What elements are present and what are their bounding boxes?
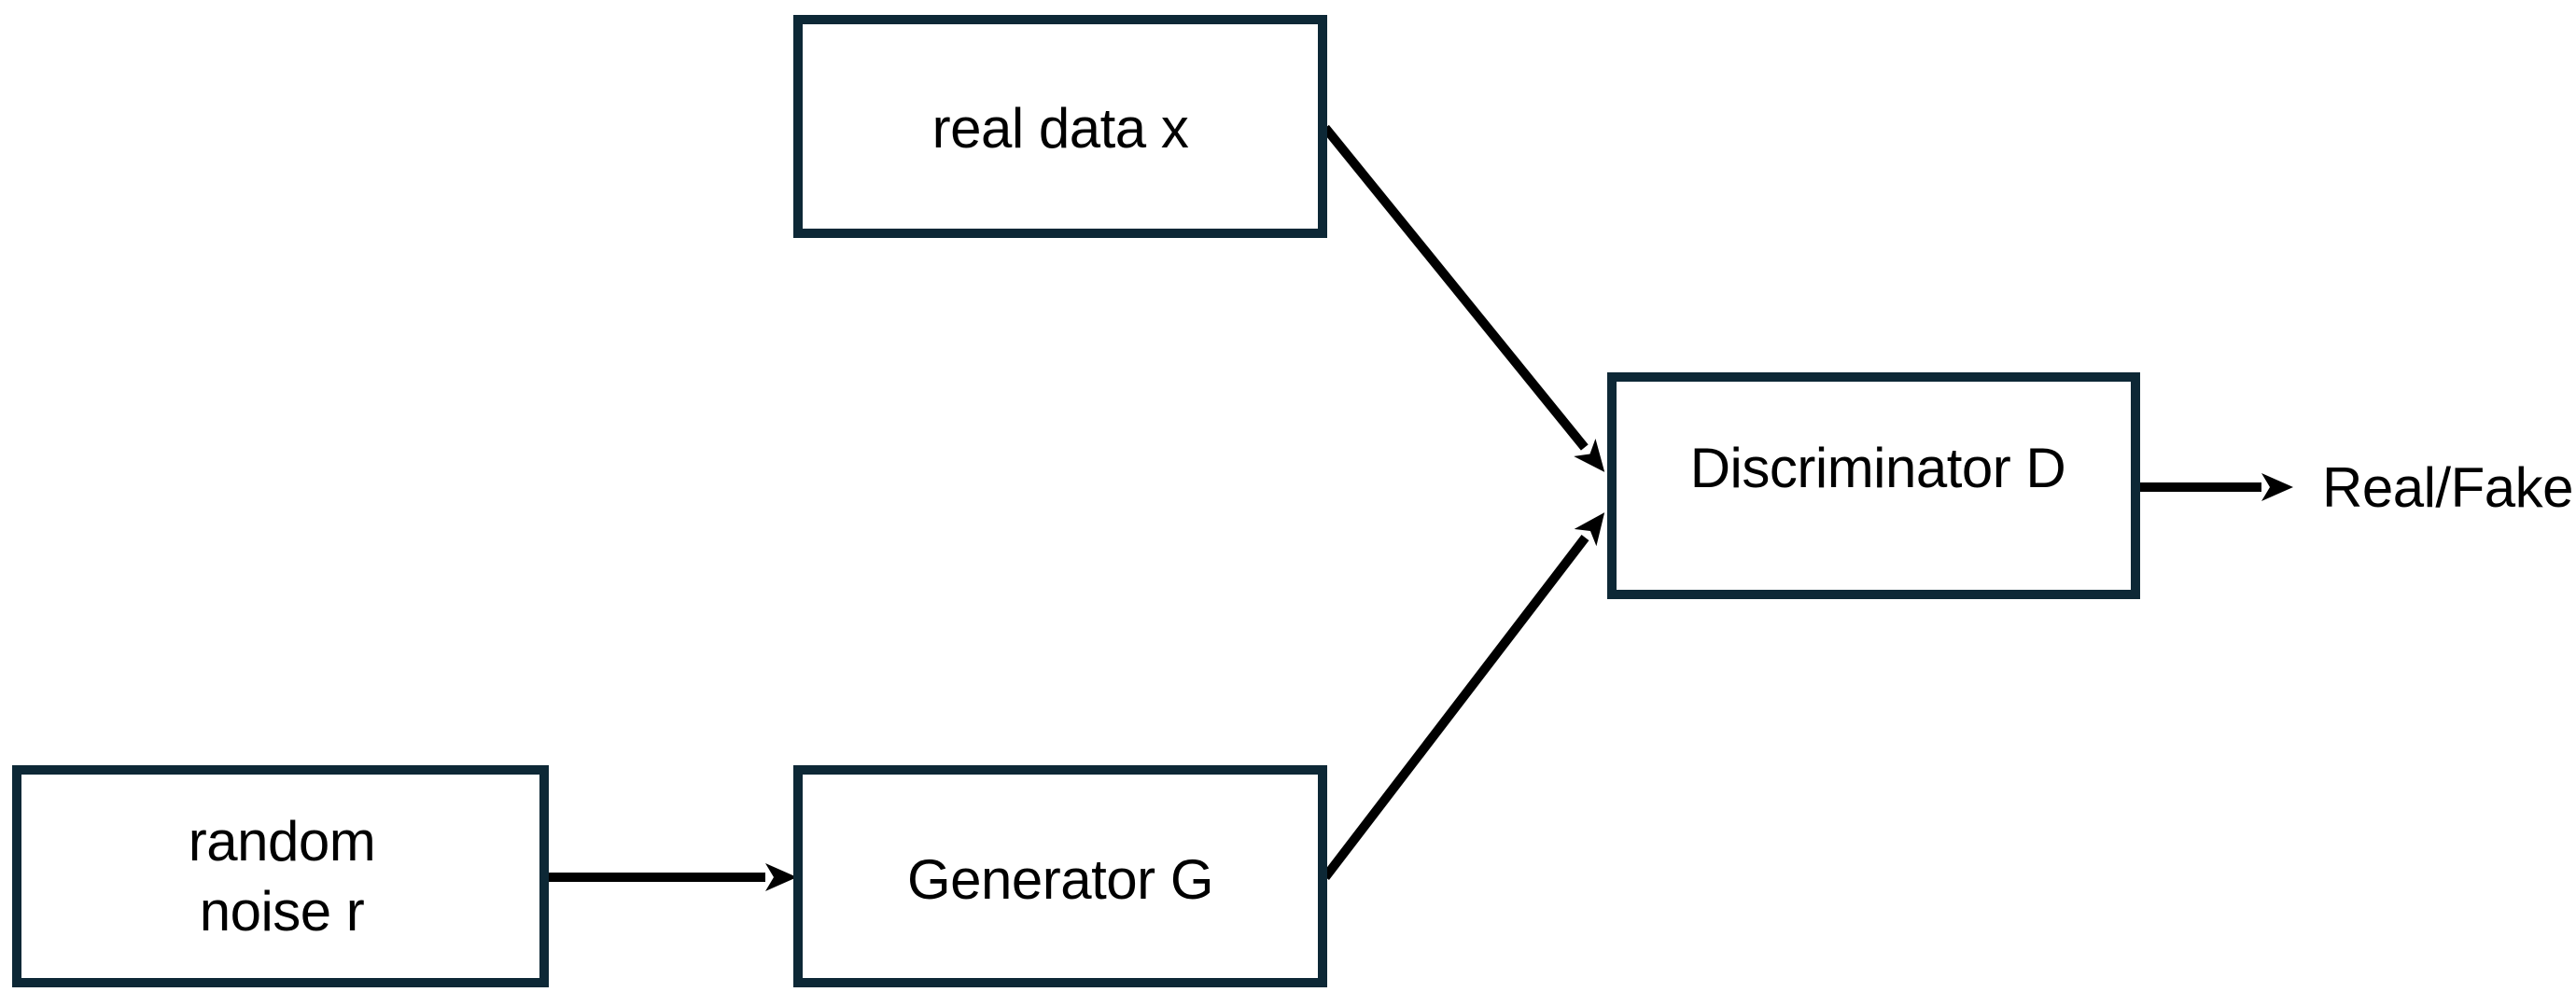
output-real-fake-label: Real/Fake (2322, 456, 2573, 519)
node-random-noise-label-line2: noise r (200, 880, 365, 943)
node-discriminator-label: Discriminator D (1690, 437, 2066, 499)
node-real-data-label: real data x (932, 97, 1189, 160)
edge-realdata-to-discriminator (1322, 124, 1605, 472)
node-random-noise-label-line1: random (189, 810, 375, 873)
node-generator-box (793, 765, 1327, 987)
edge-generator-to-discriminator (1322, 512, 1605, 881)
node-generator-label: Generator G (907, 848, 1213, 911)
node-discriminator-box (1607, 372, 2140, 599)
node-real-data-box (793, 15, 1327, 238)
node-random-noise-box (12, 765, 549, 987)
